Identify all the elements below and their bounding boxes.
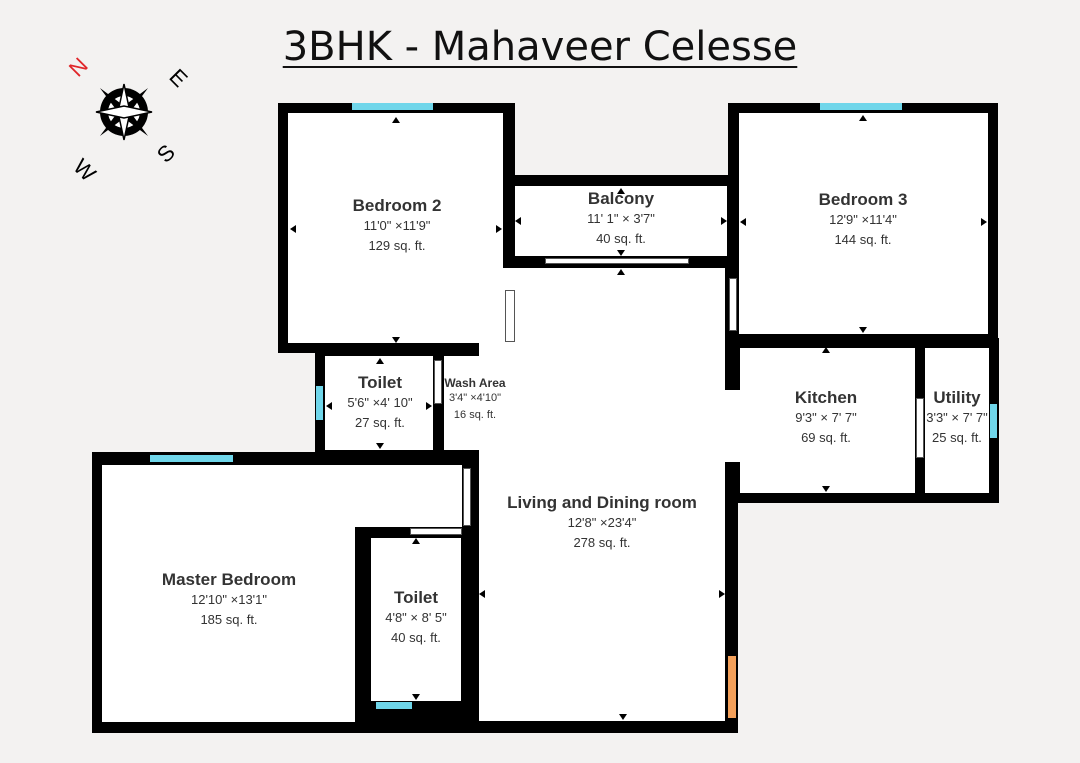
room-area: 27 sq. ft.	[355, 415, 405, 430]
room-area: 185 sq. ft.	[200, 612, 258, 627]
room-name: Balcony	[587, 189, 655, 208]
dimension-arrow-icon	[859, 115, 867, 121]
label-wash-area: Wash Area 3'4" ×4'10" 16 sq. ft.	[444, 376, 505, 424]
dimension-arrow-icon	[412, 694, 420, 700]
wall-divider-master-living	[463, 462, 479, 722]
dimension-arrow-icon	[822, 347, 830, 353]
room-name: Utility	[933, 388, 981, 407]
opening-kitchen-living	[725, 390, 741, 462]
door-bedroom3	[729, 278, 737, 331]
dimension-arrow-icon	[515, 217, 521, 225]
room-name: Master Bedroom	[161, 570, 297, 589]
door-bedroom2	[505, 290, 515, 342]
room-dimensions: 3'3" × 7' 7"	[926, 410, 988, 425]
room-dimensions: 11' 1" × 3'7"	[587, 211, 655, 226]
dimension-arrow-icon	[290, 225, 296, 233]
dimension-arrow-icon	[392, 117, 400, 123]
room-toilet1	[325, 356, 433, 450]
room-toilet2	[371, 538, 461, 701]
window-bedroom2	[352, 103, 433, 110]
label-toilet1: Toilet 5'6" ×4' 10" 27 sq. ft.	[347, 373, 412, 433]
room-balcony	[515, 186, 727, 256]
label-bedroom3: Bedroom 3 12'9" ×11'4" 144 sq. ft.	[819, 190, 908, 250]
dimension-arrow-icon	[617, 269, 625, 275]
room-name: Living and Dining room	[507, 493, 697, 512]
room-dimensions: 11'0" ×11'9"	[363, 218, 431, 233]
dimension-arrow-icon	[859, 327, 867, 333]
window-bedroom3	[820, 103, 902, 110]
room-area: 278 sq. ft.	[573, 535, 631, 550]
compass-rose-icon: N E S W	[62, 52, 193, 187]
room-dimensions: 4'8" × 8' 5"	[385, 610, 447, 625]
window-utility	[990, 404, 997, 438]
room-dimensions: 12'9" ×11'4"	[829, 212, 897, 227]
dimension-arrow-icon	[426, 402, 432, 410]
label-kitchen: Kitchen 9'3" × 7' 7" 69 sq. ft.	[795, 388, 857, 448]
label-toilet2: Toilet 4'8" × 8' 5" 40 sq. ft.	[385, 588, 447, 648]
dimension-arrow-icon	[496, 225, 502, 233]
window-master	[150, 455, 233, 462]
dimension-arrow-icon	[719, 590, 725, 598]
door-kitchen-utility	[916, 398, 924, 458]
room-area: 40 sq. ft.	[391, 630, 441, 645]
room-utility	[925, 348, 989, 493]
dimension-arrow-icon	[822, 486, 830, 492]
room-area: 144 sq. ft.	[834, 232, 892, 247]
room-area: 25 sq. ft.	[932, 430, 982, 445]
room-living-upper	[516, 268, 725, 468]
label-master-bedroom: Master Bedroom 12'10" ×13'1" 185 sq. ft.	[162, 570, 296, 630]
dimension-arrow-icon	[479, 590, 485, 598]
label-living-dining: Living and Dining room 12'8" ×23'4" 278 …	[507, 493, 697, 553]
room-name: Toilet	[357, 373, 403, 392]
label-bedroom2: Bedroom 2 11'0" ×11'9" 129 sq. ft.	[353, 196, 442, 256]
room-master-ext	[102, 465, 462, 527]
dimension-arrow-icon	[981, 218, 987, 226]
dimension-arrow-icon	[376, 443, 384, 449]
door-toilet2	[410, 528, 462, 535]
room-name: Wash Area	[444, 376, 506, 390]
dimension-arrow-icon	[619, 714, 627, 720]
dimension-arrow-icon	[617, 250, 625, 256]
door-main-entry	[728, 656, 736, 718]
room-name: Bedroom 2	[352, 196, 442, 215]
sliding-door-balcony	[545, 258, 689, 264]
dimension-arrow-icon	[376, 358, 384, 364]
plan-title: 3BHK - Mahaveer Celesse	[282, 24, 798, 70]
door-master	[463, 468, 471, 526]
room-bedroom2	[288, 113, 503, 343]
room-area: 129 sq. ft.	[368, 238, 426, 253]
room-area: 16 sq. ft.	[453, 409, 497, 421]
room-name: Bedroom 3	[818, 190, 908, 209]
window-toilet2	[376, 702, 412, 709]
room-area: 69 sq. ft.	[801, 430, 851, 445]
opening-wash-living	[506, 356, 516, 410]
dimension-arrow-icon	[721, 217, 727, 225]
window-toilet1	[316, 386, 323, 420]
dimension-arrow-icon	[617, 188, 625, 194]
label-balcony: Balcony 11' 1" × 3'7" 40 sq. ft.	[587, 189, 655, 249]
door-toilet1	[434, 360, 442, 404]
label-utility: Utility 3'3" × 7' 7" 25 sq. ft.	[926, 388, 988, 448]
room-dimensions: 9'3" × 7' 7"	[795, 410, 857, 425]
dimension-arrow-icon	[740, 218, 746, 226]
room-name: Toilet	[393, 588, 439, 607]
room-name: Kitchen	[794, 388, 858, 407]
room-dimensions: 5'6" ×4' 10"	[347, 395, 413, 410]
room-bedroom3	[739, 113, 988, 334]
dimension-arrow-icon	[392, 337, 400, 343]
dimension-arrow-icon	[412, 538, 420, 544]
dimension-arrow-icon	[326, 402, 332, 410]
room-dimensions: 12'10" ×13'1"	[190, 592, 268, 607]
room-area: 40 sq. ft.	[596, 231, 646, 246]
room-dimensions: 12'8" ×23'4"	[567, 515, 637, 530]
room-kitchen	[740, 348, 915, 493]
room-dimensions: 3'4" ×4'10"	[448, 392, 502, 404]
